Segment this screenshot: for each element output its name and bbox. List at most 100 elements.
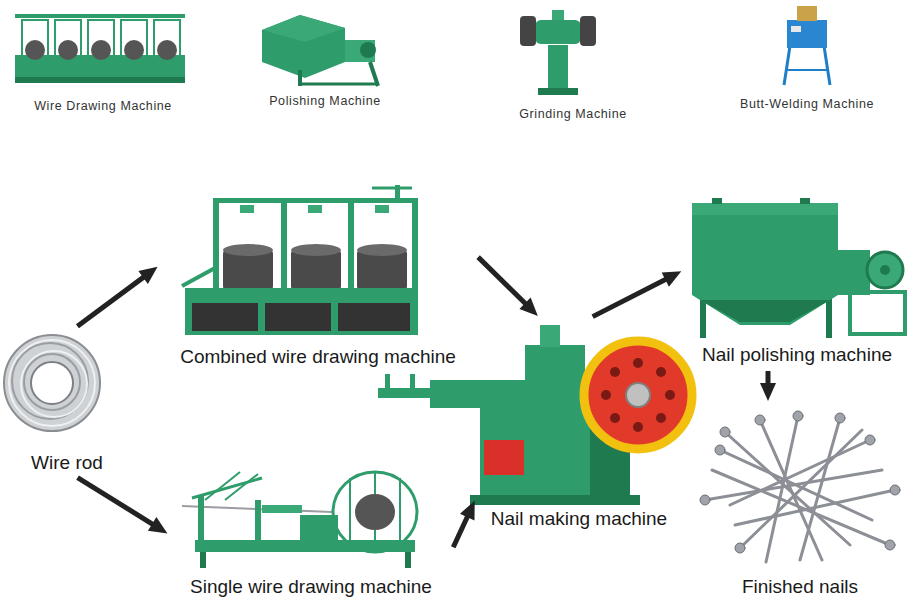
nail-making-machine-picture-part bbox=[525, 345, 585, 383]
finished-nails-picture-part bbox=[720, 427, 730, 437]
wire-drawing-machine-picture bbox=[15, 14, 185, 83]
single-wire-drawing-machine-picture-part bbox=[405, 552, 411, 568]
grinding-machine-picture-part bbox=[520, 16, 536, 46]
combined-wire-drawing-machine-picture-part bbox=[185, 288, 418, 298]
combined-wire-drawing-machine-picture-part bbox=[412, 200, 418, 292]
single-wire-drawing-machine-picture-part bbox=[198, 496, 204, 542]
wire-drawing-machine-picture-part bbox=[124, 40, 144, 60]
machine-picture-caption-box: Butt-Welding Machine bbox=[708, 2, 906, 114]
grinding-machine-picture-part bbox=[535, 20, 581, 44]
arrow-shaft bbox=[478, 257, 528, 306]
grinding-machine-picture-part bbox=[548, 45, 568, 91]
node-caption: Combined wire drawing machine bbox=[178, 346, 458, 368]
arrow-head bbox=[138, 267, 157, 284]
combined-wire-drawing-machine-picture-part bbox=[213, 200, 219, 292]
combined-wire-drawing-machine-picture-part bbox=[357, 244, 407, 256]
machine-picture-caption-box: Grinding Machine bbox=[498, 4, 648, 124]
process-step: Single wire drawing machine bbox=[170, 466, 452, 600]
process-step: Finished nails bbox=[692, 404, 908, 600]
nail-making-machine-picture-part bbox=[601, 390, 611, 400]
flow-arrow bbox=[453, 501, 474, 548]
process-step: Combined wire drawing machine bbox=[160, 180, 476, 370]
polishing-machine-picture-part bbox=[262, 15, 345, 42]
nail-making-machine-picture-part bbox=[610, 367, 620, 377]
combined-wire-drawing-machine-picture-part bbox=[291, 244, 341, 256]
wire-rod-coil-part bbox=[4, 335, 100, 431]
flow-arrow bbox=[478, 257, 538, 316]
nail-polishing-machine-picture-part bbox=[826, 298, 832, 338]
single-wire-drawing-machine-picture-part bbox=[192, 478, 262, 498]
nail-polishing-machine-picture-part bbox=[692, 203, 838, 215]
nail-polishing-machine-picture-part bbox=[700, 300, 830, 322]
wire-drawing-machine-picture-part bbox=[15, 77, 185, 83]
nail-polishing-machine-picture-part bbox=[850, 292, 905, 334]
butt-welding-machine-picture-part bbox=[824, 46, 830, 85]
wire-drawing-machine-picture-part bbox=[25, 40, 45, 60]
combined-wire-drawing-machine-picture-part bbox=[372, 187, 412, 190]
finished-nails-picture-part bbox=[865, 435, 875, 445]
flow-arrow bbox=[77, 267, 157, 326]
flow-arrow bbox=[760, 371, 776, 401]
arrow-shaft bbox=[77, 275, 146, 326]
node-caption: Nail making machine bbox=[489, 508, 669, 530]
nail-making-machine-picture-part bbox=[656, 413, 666, 423]
single-wire-drawing-machine-picture bbox=[182, 472, 417, 568]
nail-making-machine-picture-part bbox=[584, 341, 692, 449]
flow-arrow bbox=[593, 271, 682, 316]
wire-drawing-machine-picture-part bbox=[15, 14, 185, 18]
wire-rod-coil-part bbox=[9, 340, 95, 426]
combined-wire-drawing-machine-picture-part bbox=[192, 303, 258, 331]
node-caption: Nail polishing machine bbox=[700, 344, 894, 366]
node-caption: Wire Drawing Machine bbox=[32, 98, 174, 114]
nail-making-machine-picture-part bbox=[665, 390, 675, 400]
finished-nails-picture-part bbox=[835, 413, 845, 423]
arrow-head bbox=[662, 271, 682, 286]
node-caption: Wire rod bbox=[29, 452, 105, 474]
nail-making-machine-picture-part bbox=[385, 374, 390, 390]
finished-nails-picture-part bbox=[725, 432, 850, 545]
nail-polishing-machine-picture-part bbox=[880, 265, 890, 275]
finished-nails-picture bbox=[700, 411, 900, 562]
grinding-machine-picture bbox=[520, 10, 596, 95]
arrow-head bbox=[460, 501, 475, 521]
butt-welding-machine-picture-part bbox=[797, 6, 817, 21]
wire-drawing-machine-picture-part bbox=[91, 40, 111, 60]
wire-drawing-machine-picture-part bbox=[58, 40, 78, 60]
butt-welding-machine-picture bbox=[784, 6, 830, 85]
nail-polishing-machine-picture bbox=[692, 198, 905, 338]
nail-making-machine-picture-part bbox=[470, 495, 640, 505]
nail-making-machine-picture-part bbox=[484, 440, 524, 475]
finished-nails-picture-part bbox=[735, 543, 745, 553]
process-step: Nail polishing machine bbox=[684, 190, 910, 368]
single-wire-drawing-machine-picture-part bbox=[349, 478, 351, 545]
node-caption: Grinding Machine bbox=[517, 106, 629, 122]
process-step: Nail making machine bbox=[476, 318, 682, 532]
combined-wire-drawing-machine-picture-part bbox=[182, 268, 215, 286]
polishing-machine-picture-part bbox=[370, 62, 378, 86]
single-wire-drawing-machine-picture-part bbox=[200, 552, 206, 568]
arrow-head bbox=[148, 517, 168, 533]
polishing-machine-picture-part bbox=[360, 42, 376, 58]
nail-making-machine-picture-part bbox=[610, 413, 620, 423]
combined-wire-drawing-machine-picture-part bbox=[240, 205, 254, 213]
flow-arrow bbox=[78, 478, 168, 534]
butt-welding-machine-picture-part bbox=[787, 20, 827, 48]
machine-picture-caption-box: Wire Drawing Machine bbox=[12, 6, 194, 116]
nail-making-machine-picture-part bbox=[410, 374, 415, 390]
combined-wire-drawing-machine-picture-part bbox=[223, 244, 273, 256]
combined-wire-drawing-machine-picture-part bbox=[213, 198, 418, 203]
node-caption: Finished nails bbox=[740, 576, 860, 598]
nail-making-machine-picture-part bbox=[656, 367, 666, 377]
nail-making-machine-picture-part bbox=[633, 422, 643, 432]
nail-polishing-machine-picture-part bbox=[700, 298, 706, 338]
nail-polishing-machine-picture-part bbox=[800, 198, 810, 204]
finished-nails-picture-part bbox=[712, 470, 890, 545]
process-step: Wire rod bbox=[3, 328, 131, 476]
finished-nails-picture-part bbox=[800, 418, 840, 560]
grinding-machine-picture-part bbox=[580, 16, 596, 46]
nail-making-machine-picture-part bbox=[480, 405, 590, 500]
arrow-shaft bbox=[593, 278, 669, 317]
single-wire-drawing-machine-picture-part bbox=[255, 500, 261, 542]
wire-rod-coil-part bbox=[24, 354, 80, 410]
finished-nails-picture-part bbox=[890, 485, 900, 495]
